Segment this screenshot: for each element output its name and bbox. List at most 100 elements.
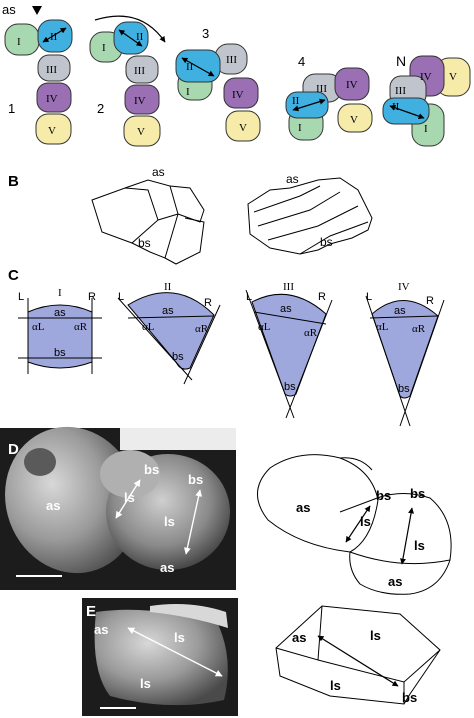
stage-1: I II III IV V 1 [4, 19, 73, 145]
segment-outline [253, 185, 321, 213]
as-label-e: as [94, 622, 108, 637]
bs-label: bs [172, 351, 184, 363]
segment-v [337, 103, 373, 133]
l-line [245, 289, 295, 419]
bs-label-dd: bs [376, 488, 391, 503]
as-label-ee: as [292, 630, 306, 645]
bs-label: bs [284, 381, 296, 393]
segment-iv [36, 82, 72, 113]
panel-d-letter: D [8, 441, 19, 458]
as-label-b1: as [152, 165, 165, 179]
ls-arrow [118, 29, 143, 47]
roman-ii: II [392, 101, 400, 113]
roman-iii: III [46, 64, 57, 76]
drawing-e: as ls ls bs [275, 605, 441, 705]
ls-label-e2: ls [140, 676, 151, 691]
sem-segment [94, 609, 228, 706]
segment-iii [125, 55, 159, 84]
r-line [285, 299, 333, 419]
bs-label-d: bs [144, 462, 159, 477]
segment-shape [251, 293, 327, 397]
panel-d: D as bs bs ls ls as [0, 426, 236, 590]
as-label: as [280, 303, 292, 315]
as-label: as [162, 305, 174, 317]
roman-i: I [186, 86, 190, 98]
ls-arrow-ee [317, 635, 399, 687]
roman-v: V [350, 114, 358, 126]
column-roman: II [164, 281, 172, 293]
l-label: L [118, 291, 124, 303]
segment-shape [127, 292, 215, 370]
stage-label-3: 3 [202, 26, 209, 41]
segment-outline [339, 457, 373, 471]
as-label-a: as [2, 2, 16, 17]
alpha-r-label: αR [74, 321, 88, 333]
stage-3: 3 I II III IV V [175, 26, 261, 142]
roman-i: I [102, 42, 106, 54]
roman-i: I [424, 123, 428, 135]
roman-v: V [48, 125, 56, 137]
segment-outline [349, 493, 452, 595]
segment-outline [257, 454, 379, 553]
segment-outline [164, 217, 205, 265]
segment-outline [247, 177, 373, 255]
roman-i: I [17, 36, 21, 48]
column-iii: L III R as αL αR bs [245, 281, 333, 419]
l-label: L [246, 291, 252, 303]
r-label: R [88, 291, 96, 303]
bs-label-dd2: bs [410, 486, 425, 501]
as-label-d: as [46, 498, 60, 513]
column-i: L I R as αL αR bs [18, 287, 102, 374]
segment-v [225, 110, 261, 142]
roman-iv: IV [232, 89, 244, 101]
roman-ii: II [186, 61, 194, 73]
ls-label-e: ls [174, 630, 185, 645]
bs-label-b1: bs [138, 236, 151, 250]
stage-2: I II III IV V 2 [89, 15, 166, 147]
as-line [253, 311, 327, 325]
segment-iii [37, 54, 71, 82]
ls-label-dd: ls [360, 514, 371, 529]
r-line [399, 299, 445, 427]
as-line [127, 315, 215, 319]
alpha-r-label: αR [304, 327, 318, 339]
ls-arrow-e [127, 627, 223, 677]
panel-b-letter: B [8, 173, 19, 190]
r-line [183, 304, 221, 385]
ls-label-ee2: ls [330, 678, 341, 693]
segment-v [35, 113, 72, 145]
ls-arrow-dd [345, 505, 371, 543]
roman-iii: III [395, 85, 406, 97]
ls-arrow [389, 104, 425, 120]
stage-n: N I II III IV V [382, 53, 471, 147]
alpha-l-label: αL [32, 321, 45, 333]
rotation-arrow-icon [94, 15, 166, 43]
ls-arrow [42, 27, 67, 43]
sem-segment [100, 450, 160, 498]
as-label-dd: as [296, 500, 310, 515]
roman-ii: II [50, 31, 58, 43]
as-line [369, 315, 439, 319]
stage-label-4: 4 [298, 54, 305, 69]
segment-outline [275, 605, 441, 705]
roman-iv: IV [420, 71, 432, 83]
roman-ii: II [292, 95, 300, 107]
roman-v: V [449, 71, 457, 83]
as-label-b2: as [286, 172, 299, 186]
roman-i: I [298, 122, 302, 134]
sem-debris [150, 604, 228, 628]
l-label: L [18, 291, 24, 303]
stage-label-n: N [396, 53, 406, 69]
ls-arrow [181, 57, 215, 77]
ls-label-d2: ls [164, 514, 175, 529]
column-iv: L IV R as αL αR bs [365, 281, 445, 427]
alpha-r-label: αR [195, 323, 209, 335]
bs-label: bs [398, 383, 410, 395]
r-label: R [426, 295, 434, 307]
sem-background-patch [120, 428, 236, 450]
segment-ii [175, 49, 221, 83]
column-roman: IV [398, 281, 410, 293]
segment-iv [124, 84, 160, 115]
as-label: as [54, 307, 66, 319]
